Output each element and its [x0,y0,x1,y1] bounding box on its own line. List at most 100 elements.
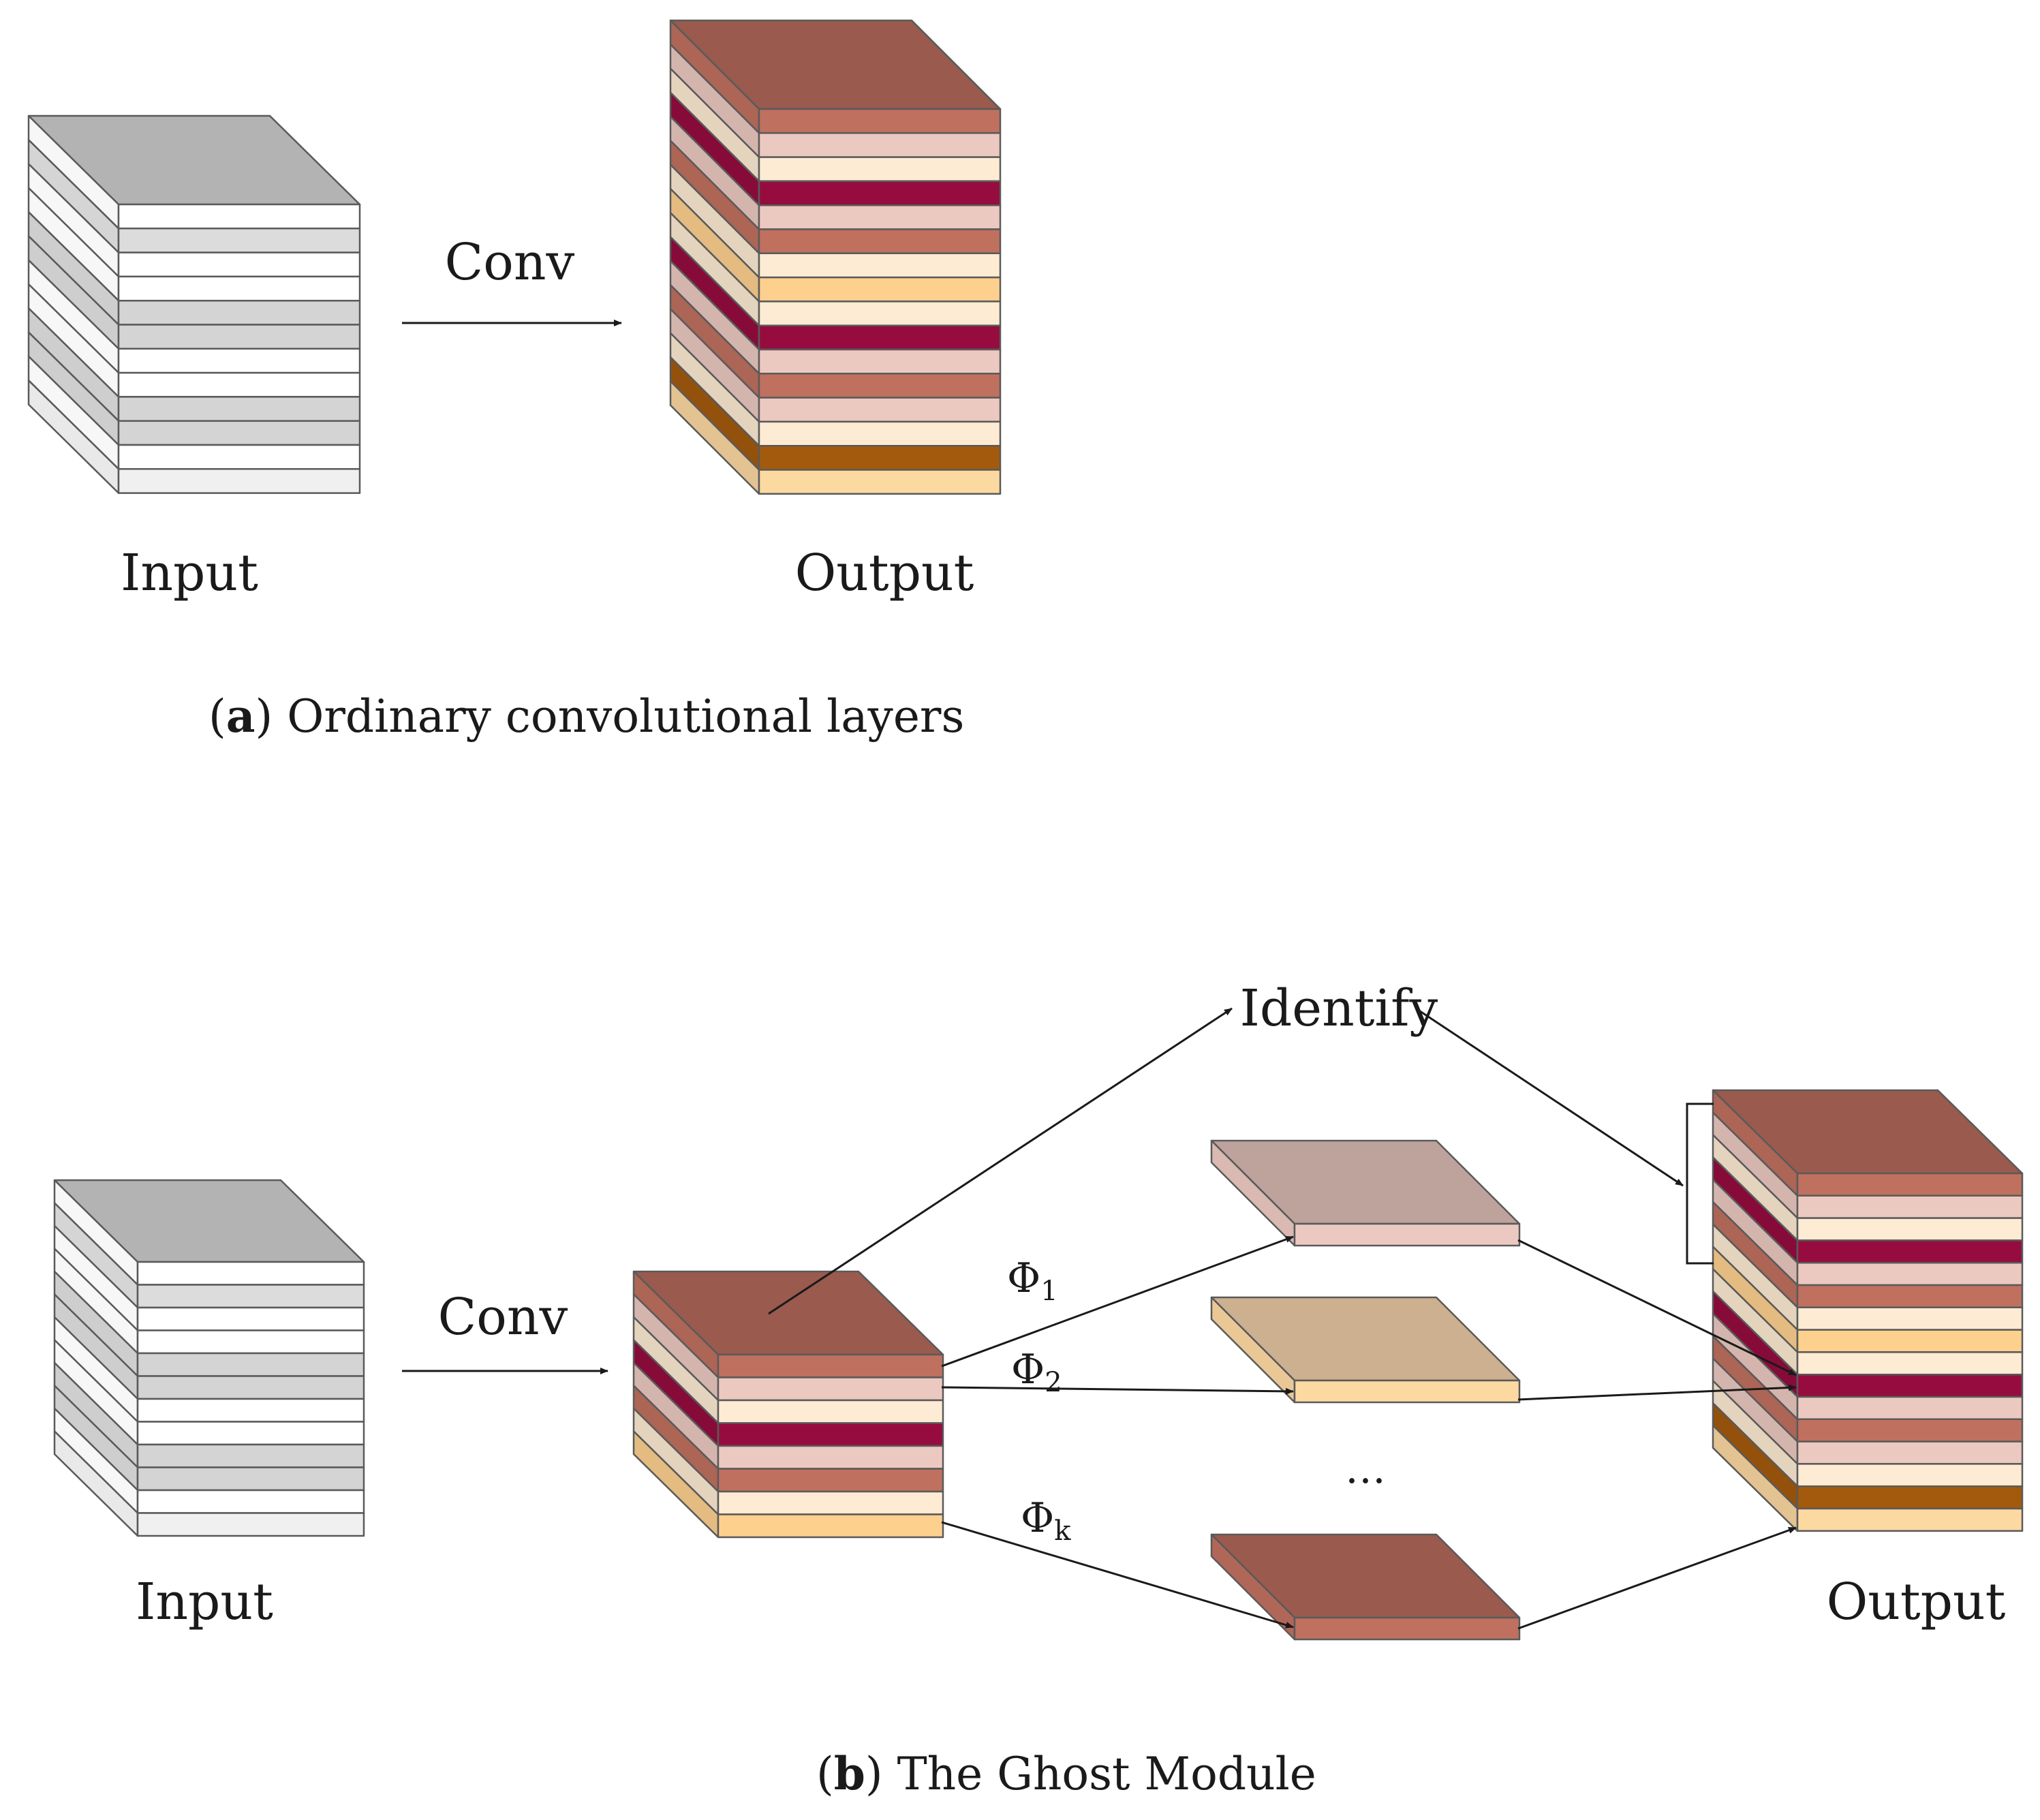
panel-a-output-front-layer [758,252,1002,279]
panel-b-phi1-subscript: 1 [1040,1276,1057,1307]
panel-b-intrinsic-front-layer [717,1353,944,1378]
panel-a-output-front-layer [758,420,1002,447]
panel-b-ghostk-top-face [1210,1533,1521,1619]
panel-b-caption-close-paren: ) [865,1748,897,1800]
panel-a-output-front-layer [758,469,1002,495]
panel-a-output-front-layer [758,348,1002,375]
panel-b-ghost1-top-face [1210,1139,1521,1225]
panel-b-ghost1-to-output-arrow [1517,1239,1797,1376]
panel-a-output-front-layer [758,276,1002,303]
panel-a-output-front-layer [758,156,1002,183]
panel-b-identify-label: Identify [1240,979,1438,1038]
panel-a-input-front-layer [117,468,361,494]
panel-b-phi2-symbol: Φ [1011,1346,1045,1393]
panel-b-input-front-layer [136,1443,365,1468]
panel-b-phi1-symbol: Φ [1007,1254,1040,1302]
panel-b-input-front-layer [136,1466,365,1492]
panel-b-output-label: Output [1827,1573,2006,1631]
panel-b-phi1-arrow [941,1235,1294,1368]
panel-b-ghost-map-2 [1210,1296,1521,1404]
panel-b-ghost2-to-output-arrow [1517,1384,1797,1401]
panel-a-output-tensor [669,19,1002,495]
panel-a-caption-open-paren: ( [208,690,226,743]
panel-b-caption-text: The Ghost Module [897,1748,1316,1800]
panel-a-input-front-layer [117,348,361,374]
panel-a-input-front-layer [117,324,361,350]
panel-a-input-front-layer [117,396,361,422]
panel-b-intrinsic-front-layer [717,1445,944,1470]
panel-b-identity-arrow-in [768,1007,1233,1315]
panel-a-output-label: Output [795,544,974,602]
panel-b-phi2-label: Φ2 [1011,1346,1062,1398]
panel-b-output-front-layer [1796,1351,2024,1376]
panel-b-phik-subscript: k [1054,1515,1071,1547]
panel-a-output-front-layer [758,204,1002,230]
panel-b-intrinsic-front-layer [717,1376,944,1402]
panel-a-output-front-layer [758,324,1002,351]
panel-a-input-front-layer [117,275,361,302]
panel-b-ghost1-front-face [1293,1222,1521,1247]
panel-a-output-front-layer [758,300,1002,326]
panel-b-caption: (b) The Ghost Module [816,1747,1316,1800]
panel-b-ghost2-front-face [1293,1379,1521,1404]
panel-b-ghost-map-1 [1210,1139,1521,1247]
panel-a-output-front-layer [758,373,1002,399]
panel-a-input-front-layer [117,371,361,398]
panel-b-ghostk-front-face [1293,1616,1521,1641]
panel-b-input-tensor [53,1179,365,1537]
panel-b-phik-arrow [941,1521,1294,1629]
panel-a-conv-label: Conv [445,233,575,292]
panel-b-input-front-layer [136,1421,365,1446]
panel-b-ellipsis: … [1345,1445,1386,1493]
panel-b-input-label: Input [136,1573,273,1631]
panel-b-identity-bracket [1686,1102,1714,1265]
panel-a-input-front-layer [117,444,361,470]
panel-b-output-front-layer [1796,1239,2024,1264]
panel-b-input-front-layer [136,1306,365,1331]
panel-b-output-front-layer [1796,1329,2024,1353]
panel-b-caption-letter: b [834,1747,865,1800]
panel-a-output-front-layer [758,228,1002,255]
panel-b-phi1-label: Φ1 [1007,1254,1058,1307]
panel-b-input-front-layer [136,1261,365,1286]
panel-b-output-front-layer [1796,1463,2024,1487]
panel-b-conv-label: Conv [438,1288,568,1346]
panel-a-input-front-layer [117,203,361,230]
panel-b-input-front-layer [136,1398,365,1423]
panel-a-input-tensor [27,114,361,494]
panel-a-output-front-layer [758,397,1002,423]
panel-b-input-front-layer [136,1284,365,1309]
panel-b-output-front-layer [1796,1306,2024,1331]
panel-b-ghost2-top-face [1210,1296,1521,1382]
panel-b-output-front-layer [1796,1418,2024,1443]
panel-a-output-front-layer [758,180,1002,206]
panel-a-caption: (a) Ordinary convolutional layers [208,690,964,743]
panel-b-intrinsic-feature-maps [632,1270,944,1539]
panel-b-phi2-arrow [941,1386,1294,1395]
panel-a-caption-letter: a [226,690,256,743]
panel-b-phi2-subscript: 2 [1045,1367,1062,1398]
panel-b-ghost-map-k [1210,1533,1521,1641]
panel-b-output-front-layer [1796,1507,2024,1532]
panel-b-input-front-layer [136,1375,365,1400]
panel-b-output-front-layer [1796,1261,2024,1286]
panel-a-input-label: Input [121,544,258,602]
panel-b-input-front-layer [136,1512,365,1537]
panel-b-phik-symbol: Φ [1021,1494,1054,1542]
panel-b-caption-open-paren: ( [816,1748,834,1800]
panel-a-caption-text: Ordinary convolutional layers [287,690,964,743]
panel-b-input-front-layer [136,1352,365,1377]
panel-b-intrinsic-front-layer [717,1513,944,1539]
panel-b-intrinsic-front-layer [717,1422,944,1447]
panel-b-output-front-layer [1796,1440,2024,1465]
panel-a-input-front-layer [117,299,361,326]
panel-b-output-front-layer [1796,1395,2024,1421]
panel-b-output-front-layer [1796,1172,2024,1197]
panel-b-identity-arrow-out [1415,1007,1684,1187]
panel-b-input-front-layer [136,1329,365,1355]
panel-b-output-front-layer [1796,1284,2024,1309]
panel-a-output-front-layer [758,108,1002,134]
panel-b-phik-label: Φk [1021,1494,1071,1547]
panel-a-caption-close-paren: ) [256,690,288,743]
panel-b-intrinsic-front-layer [717,1490,944,1515]
